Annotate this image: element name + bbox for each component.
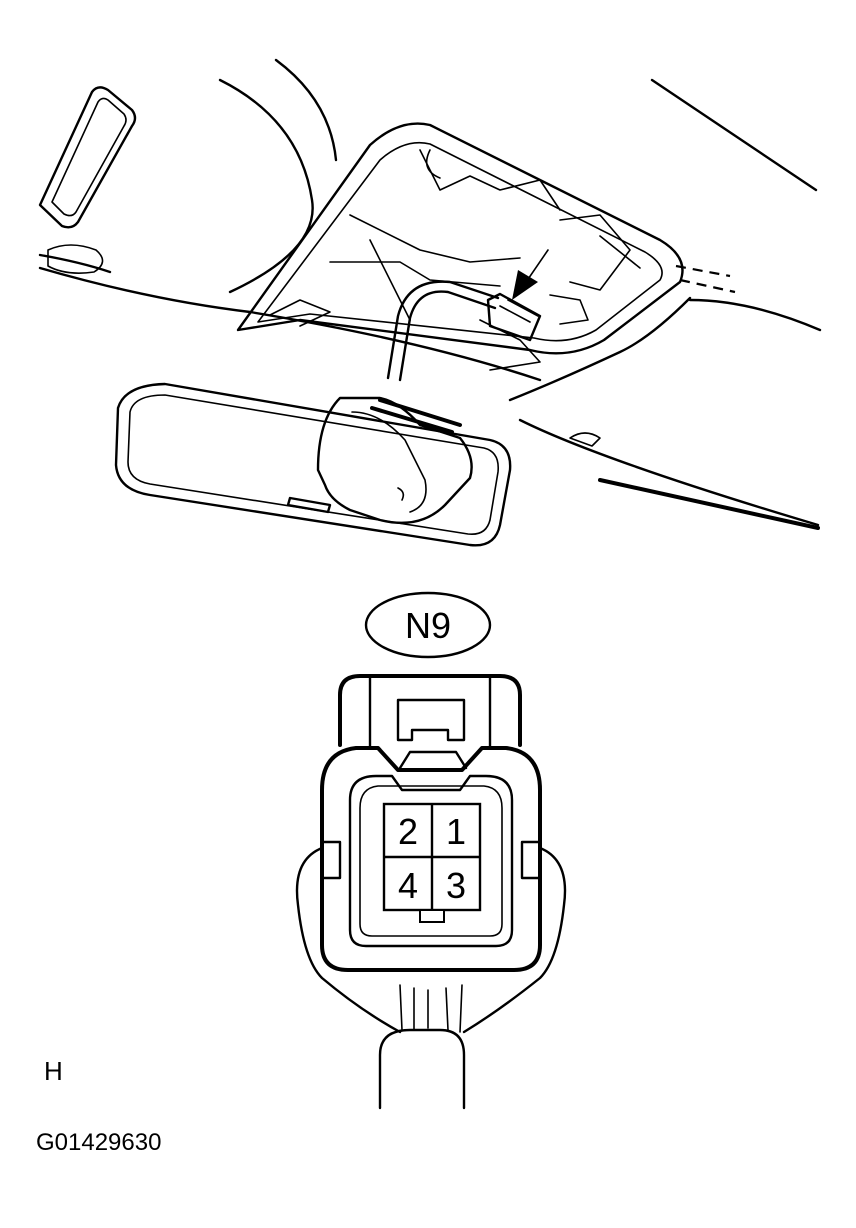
connector-n9: N9 2 1 4 3 — [295, 591, 567, 1110]
pin-1: 1 — [446, 811, 466, 852]
pin-4: 4 — [398, 865, 418, 906]
connector-label-oval — [364, 591, 492, 659]
vehicle-roof-illustration — [38, 58, 822, 547]
view-letter: H — [44, 1056, 63, 1086]
connector-label: N9 — [405, 605, 451, 646]
pin-3: 3 — [446, 865, 466, 906]
pin-2: 2 — [398, 811, 418, 852]
pin-grid: 2 1 4 3 — [382, 802, 482, 923]
figure-id: G01429630 — [36, 1129, 161, 1156]
